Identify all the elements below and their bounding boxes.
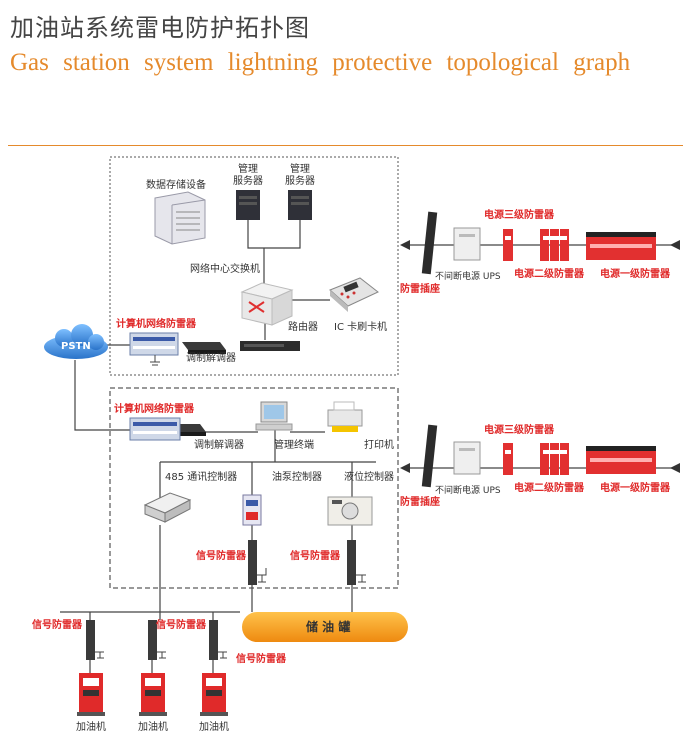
power-row-bottom — [421, 424, 656, 488]
server-icon-2 — [288, 190, 312, 220]
signal-spd-3-label: 信号防雷器 — [32, 620, 82, 631]
surge-socket-label-bottom: 防雷插座 — [400, 497, 440, 508]
power-stage1-label-top: 电源一级防雷器 — [600, 269, 670, 280]
power-arrow-top-end — [670, 240, 680, 250]
signal-spd-2-label: 信号防雷器 — [290, 551, 340, 562]
power-spd-stage2-icon — [540, 229, 569, 261]
mgmt-server-1-label: 管理 服务器 — [233, 164, 263, 187]
site-office-box — [109, 387, 399, 589]
dispenser-2-label: 加油机 — [138, 722, 168, 733]
signal-spd-5-label: 信号防雷器 — [236, 654, 286, 665]
surge-socket-icon — [421, 211, 438, 275]
dispenser-1-icon — [77, 673, 105, 716]
signal-spd-1-label: 信号防雷器 — [196, 551, 246, 562]
signal-spd-bottom-1-icon — [86, 620, 104, 660]
power-stage3-label-bottom: 电源三级防雷器 — [484, 425, 554, 436]
management-terminal-icon — [255, 401, 293, 431]
network-spd-top-icon — [129, 332, 179, 366]
dispenser-3-icon — [200, 673, 228, 716]
printer-icon — [327, 401, 363, 432]
power-spd-stage1-icon — [586, 232, 656, 260]
control-room-box — [109, 156, 399, 376]
signal-spd-middle-1-icon — [248, 540, 267, 585]
signal-spd-middle-2-icon — [347, 540, 366, 585]
power-arrow-bottom-end — [670, 463, 680, 473]
ups-label-bottom: 不间断电源 UPS — [435, 486, 501, 496]
page-title-cn: 加油站系统雷电防护拓扑图 — [10, 14, 310, 42]
pump-controller-label: 油泵控制器 — [272, 472, 322, 483]
oil-tank-label: 储 油 罐 — [306, 620, 351, 634]
storage-device-icon — [154, 191, 206, 245]
terminal-label: 管理终端 — [274, 440, 314, 451]
ups-icon — [453, 227, 481, 261]
ic-card-reader-icon — [329, 277, 379, 312]
rs485-controller-icon — [143, 492, 192, 523]
power-stage2-label-top: 电源二级防雷器 — [514, 269, 584, 280]
surge-socket-icon — [421, 424, 438, 488]
modem-mid-label: 调制解调器 — [194, 440, 244, 451]
printer-label: 打印机 — [364, 440, 394, 451]
dispenser-2-icon — [139, 673, 167, 716]
power-stage2-label-bottom: 电源二级防雷器 — [514, 483, 584, 494]
dispenser-1-label: 加油机 — [76, 722, 106, 733]
power-spd-stage3-icon — [503, 229, 513, 261]
signal-spd-4-label: 信号防雷器 — [156, 620, 206, 631]
power-stage3-label-top: 电源三级防雷器 — [484, 210, 554, 221]
network-spd-mid-icon — [129, 417, 181, 441]
power-spd-stage2-icon — [540, 443, 569, 475]
router-label: 路由器 — [288, 322, 318, 333]
network-switch-label: 网络中心交换机 — [190, 264, 260, 275]
pump-controller-icon — [242, 494, 262, 526]
signal-spd-bottom-2-icon — [148, 620, 166, 660]
rs485-controller-label: 485 通讯控制器 — [165, 472, 238, 483]
power-arrow-bottom — [400, 463, 410, 473]
oil-tank-shape — [242, 612, 408, 642]
modem-top-icon — [182, 342, 226, 354]
surge-socket-label-top: 防雷插座 — [400, 284, 440, 295]
power-spd-stage3-icon — [503, 443, 513, 475]
page-title-en: Gas station system lightning protective … — [10, 49, 631, 76]
power-spd-stage1-icon — [586, 446, 656, 474]
connection-lines — [60, 220, 680, 675]
net-spd-mid-label: 计算机网络防雷器 — [114, 404, 194, 415]
level-controller-icon — [327, 496, 373, 526]
server-icon-1 — [236, 190, 260, 220]
modem-top-label: 调制解调器 — [186, 353, 236, 364]
pstn-cloud-icon — [44, 324, 108, 359]
power-arrow-top — [400, 240, 410, 250]
network-switch-icon — [240, 282, 294, 326]
level-controller-label: 液位控制器 — [344, 472, 394, 483]
title-divider — [8, 145, 683, 146]
power-stage1-label-bottom: 电源一级防雷器 — [600, 483, 670, 494]
ic-card-label: IC 卡刷卡机 — [334, 322, 388, 333]
ups-icon — [453, 441, 481, 475]
storage-label: 数据存储设备 — [146, 180, 206, 191]
signal-spd-bottom-3-icon — [209, 620, 227, 660]
pstn-label: PSTN — [61, 341, 91, 352]
router-icon — [240, 341, 300, 351]
ups-label-top: 不间断电源 UPS — [435, 272, 501, 282]
dispenser-3-label: 加油机 — [199, 722, 229, 733]
power-row-top — [421, 211, 656, 275]
mgmt-server-2-label: 管理 服务器 — [285, 164, 315, 187]
net-spd-top-label: 计算机网络防雷器 — [116, 319, 196, 330]
